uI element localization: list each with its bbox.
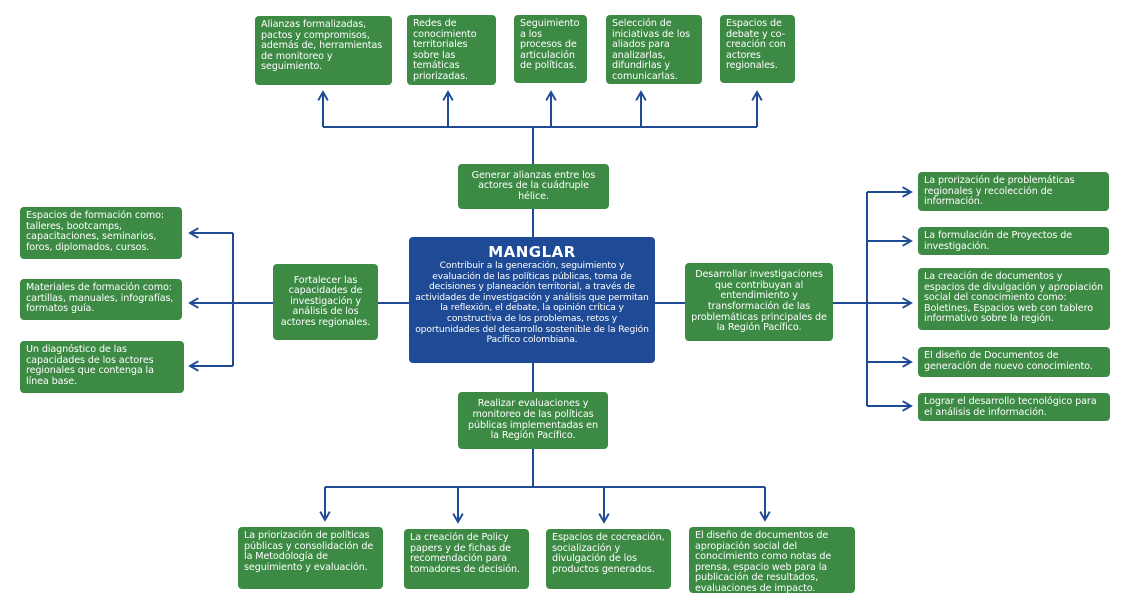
center-node-manglar: MANGLAR Contribuir a la generación, segu…: [409, 237, 655, 363]
top-output-5: Espacios de debate y co-creación con act…: [720, 15, 795, 83]
right-output-5: Lograr el desarrollo tecnológico para el…: [918, 393, 1110, 421]
objective-right: Desarrollar investigaciones que contribu…: [685, 263, 833, 341]
objective-top: Generar alianzas entre los actores de la…: [458, 164, 609, 209]
bottom-output-1: La priorización de políticas públicas y …: [238, 527, 383, 589]
left-output-1: Espacios de formación como: talleres, bo…: [20, 207, 182, 259]
bottom-output-3: Espacios de cocreación, socialización y …: [546, 529, 671, 589]
right-output-2: La formulación de Proyectos de investiga…: [918, 227, 1109, 255]
top-output-4: Selección de iniciativas de los aliados …: [606, 15, 702, 84]
top-output-1: Alianzas formalizadas, pactos y compromi…: [255, 16, 392, 85]
top-output-3: Seguimiento a los procesos de articulaci…: [514, 15, 587, 83]
top-output-2: Redes de conocimiento territoriales sobr…: [407, 15, 496, 85]
right-output-1: La prorización de problemáticas regional…: [918, 172, 1109, 211]
bottom-output-4: El diseño de documentos de apropiación s…: [689, 527, 855, 594]
right-output-4: El diseño de Documentos de generación de…: [918, 347, 1110, 377]
right-output-3: La creación de documentos y espacios de …: [918, 268, 1110, 330]
objective-left: Fortalecer las capacidades de investigac…: [273, 264, 378, 340]
left-output-3: Un diagnóstico de las capacidades de los…: [20, 341, 184, 393]
objective-bottom: Realizar evaluaciones y monitoreo de las…: [458, 392, 608, 449]
center-description: Contribuir a la generación, seguimiento …: [415, 260, 649, 346]
center-title: MANGLAR: [488, 243, 576, 261]
bottom-output-2: La creación de Policy papers y de fichas…: [404, 529, 529, 589]
left-output-2: Materiales de formación como: cartillas,…: [20, 279, 182, 320]
